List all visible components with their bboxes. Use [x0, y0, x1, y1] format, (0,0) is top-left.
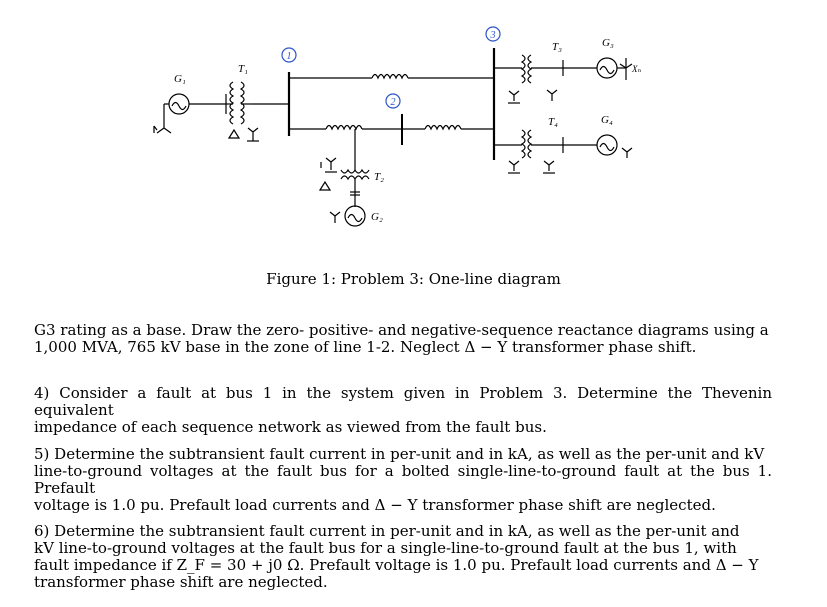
text-line: voltage is 1.0 pu. Prefault load current…: [34, 496, 716, 514]
paragraph-problem-4: 4) Consider a fault at bus 1 in the syst…: [34, 385, 772, 436]
figure-caption: Figure 1: Problem 3: One-line diagram: [266, 270, 561, 288]
transformer-t3: [494, 54, 597, 104]
generator-g3: [596, 57, 633, 80]
paragraph-problem-3-continued: G3 rating as a base. Draw the zero- posi…: [34, 322, 772, 356]
generator-g4: [596, 134, 633, 158]
label-t3: T₃: [552, 41, 562, 53]
generator-g1: [153, 93, 190, 134]
text-line: transformer phase shift are neglected.: [34, 573, 328, 591]
label-g2: G₂: [371, 211, 383, 223]
text-line: line-to-ground voltages at the fault bus…: [34, 462, 772, 497]
label-g4: G₄: [601, 114, 613, 126]
paragraph-problem-5: 5) Determine the subtransient fault curr…: [34, 446, 772, 514]
transformer-t1: [226, 81, 259, 142]
label-g3: G₃: [602, 37, 614, 49]
label-bus-2: 2: [391, 97, 396, 108]
paragraph-problem-6: 6) Determine the subtransient fault curr…: [34, 523, 772, 591]
text-line: 5) Determine the subtransient fault curr…: [34, 445, 765, 463]
text-line: 4) Consider a fault at bus 1 in the syst…: [34, 384, 772, 419]
text-line: 1,000 MVA, 765 kV base in the zone of li…: [34, 338, 697, 356]
one-line-diagram: G₁ T₁ 1 2 3: [153, 26, 641, 227]
transformer-t2: [318, 129, 370, 207]
label-bus-1: 1: [287, 51, 292, 62]
label-xn: Xₙ: [631, 64, 641, 74]
label-t2: T₂: [374, 171, 384, 183]
label-t1: T₁: [238, 63, 248, 75]
generator-g2: [329, 205, 366, 227]
transformer-t4: [494, 129, 597, 174]
text-line: impedance of each sequence network as vi…: [34, 418, 547, 436]
text-line: kV line-to-ground voltages at the fault …: [34, 539, 737, 557]
text-line: G3 rating as a base. Draw the zero- posi…: [34, 321, 769, 339]
label-bus-3: 3: [490, 30, 496, 41]
text-line: 6) Determine the subtransient fault curr…: [34, 522, 740, 540]
label-g1: G₁: [174, 73, 186, 85]
text-line: fault impedance if Z_F = 30 + j0 Ω. Pref…: [34, 556, 759, 574]
label-t4: T₄: [548, 116, 558, 128]
